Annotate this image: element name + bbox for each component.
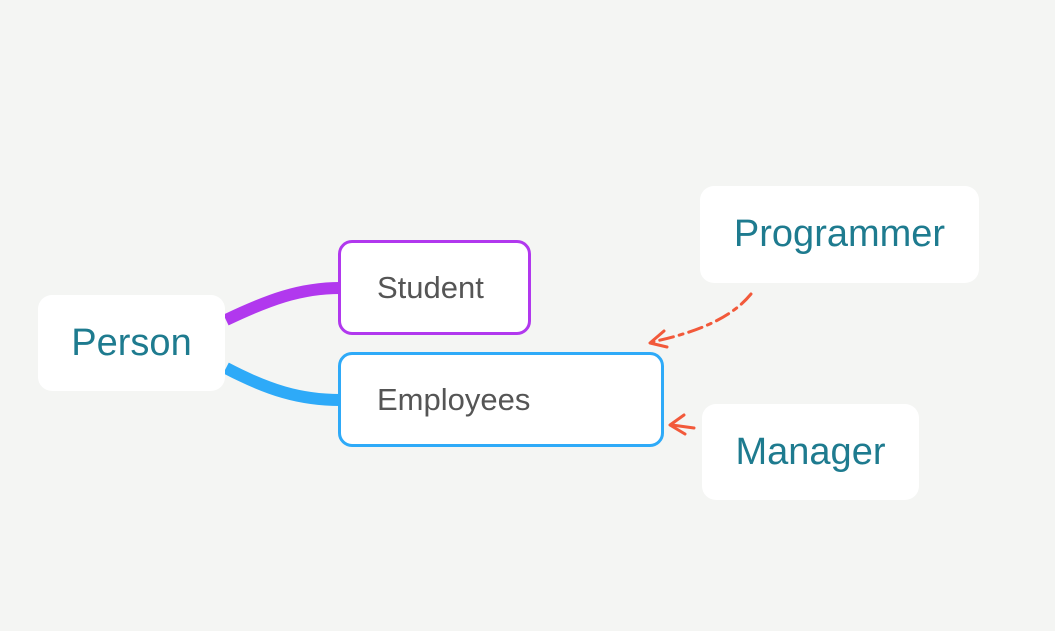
node-student-label: Student — [377, 269, 484, 305]
node-manager[interactable]: Manager — [702, 404, 919, 500]
relation-programmer-employees — [650, 292, 753, 344]
node-person[interactable]: Person — [38, 295, 225, 391]
branch-person-employees — [223, 362, 341, 406]
node-manager-label: Manager — [735, 430, 886, 473]
node-employees-label: Employees — [377, 381, 531, 417]
arrowhead-manager-employees — [668, 413, 687, 436]
node-person-label: Person — [71, 321, 192, 364]
relation-manager-employees — [670, 423, 696, 430]
node-programmer-label: Programmer — [733, 213, 946, 255]
node-programmer[interactable]: Programmer — [700, 186, 979, 283]
node-student[interactable]: Student — [338, 240, 531, 335]
node-employees[interactable]: Employees — [338, 352, 664, 447]
arrowhead-programmer-employees — [648, 329, 669, 349]
branch-person-student — [223, 282, 341, 326]
